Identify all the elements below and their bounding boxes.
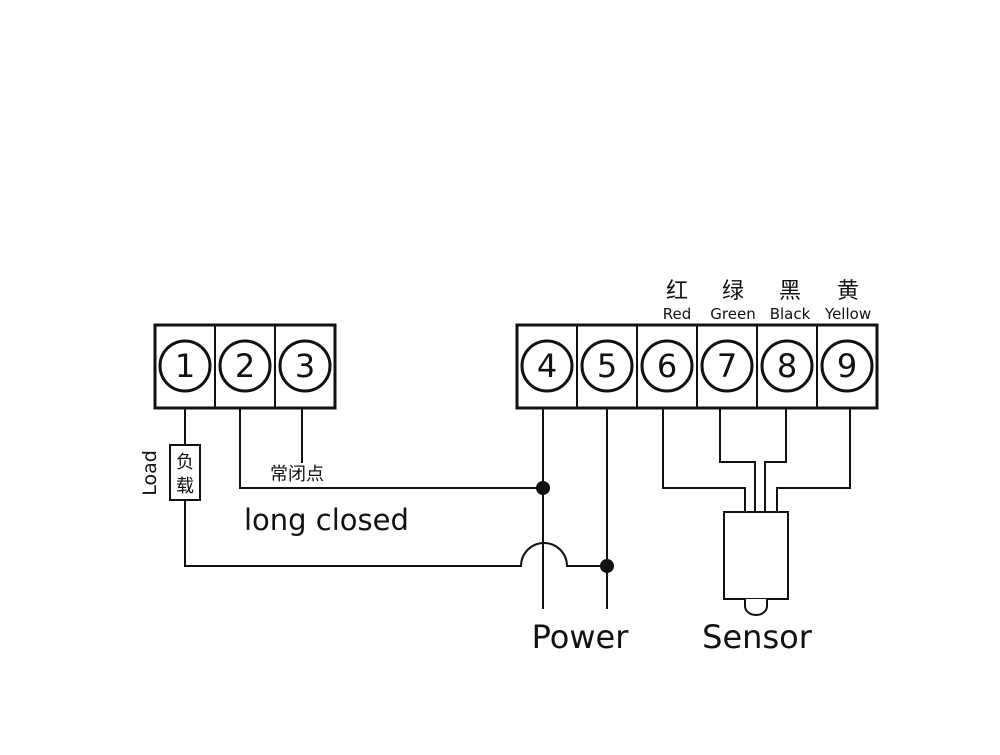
closed-contact-circuit: 常闭点 long closed: [239, 407, 544, 537]
terminal-number: 6: [657, 347, 677, 385]
contact-wire: [239, 407, 544, 489]
wire-color-en-yellow: Yellow: [824, 305, 871, 323]
terminal-circle: [520, 339, 574, 393]
wire-color-labels: 红 Red 绿 Green 黑 Black 黄 Yellow: [663, 279, 871, 323]
terminal-number: 2: [235, 347, 255, 385]
terminal-number: 3: [295, 347, 315, 385]
wire-color-en-green: Green: [710, 305, 755, 323]
terminal-circle: [820, 339, 874, 393]
sensor-tip: [744, 599, 768, 616]
wire-color-en-black: Black: [770, 305, 811, 323]
wire-color-cn-red: 红: [666, 279, 688, 304]
terminal-circle: [158, 339, 212, 393]
terminal-circle: [580, 339, 634, 393]
terminal-9: 9: [820, 339, 874, 393]
junction-dot: [600, 559, 614, 573]
contact-en-label: long closed: [244, 503, 409, 537]
load-label: Load: [139, 450, 161, 496]
terminal-circle: [700, 339, 754, 393]
sensor-wire-yellow: [776, 407, 851, 513]
terminal-circle: [218, 339, 272, 393]
wire-color-cn-green: 绿: [722, 279, 744, 304]
terminal-number: 8: [777, 347, 797, 385]
terminal-7: 7: [700, 339, 754, 393]
terminal-number: 7: [717, 347, 737, 385]
terminal-1: 1: [158, 339, 212, 393]
wire-color-cn-yellow: 黄: [837, 279, 859, 304]
terminal-6: 6: [640, 339, 694, 393]
sensor-label: Sensor: [702, 618, 813, 656]
terminal-circle: [278, 339, 332, 393]
sensor-wire-green: [719, 407, 756, 513]
terminal-3: 3: [278, 339, 332, 393]
terminal-circle: [640, 339, 694, 393]
terminal-number: 5: [597, 347, 617, 385]
contact-cn-label: 常闭点: [270, 464, 324, 485]
wire-color-cn-black: 黑: [779, 279, 801, 304]
terminal-circle: [760, 339, 814, 393]
terminal-number: 4: [537, 347, 557, 385]
sensor-wire-black: [764, 407, 787, 513]
terminal-4: 4: [520, 339, 574, 393]
sensor-circuit: Sensor: [662, 407, 851, 656]
left-terminal-block: 1 2 3: [153, 323, 337, 410]
terminal-5: 5: [580, 339, 634, 393]
load-cn-top: 负: [176, 452, 194, 473]
load-circuit: 负 载 Load: [139, 407, 608, 568]
terminal-number: 1: [175, 347, 195, 385]
load-return-wire: [184, 499, 522, 567]
terminal-8: 8: [760, 339, 814, 393]
terminal-2: 2: [218, 339, 272, 393]
load-box: [169, 444, 201, 501]
sensor-body: [723, 511, 789, 600]
terminal-number: 9: [837, 347, 857, 385]
load-cn-bottom: 载: [176, 476, 194, 497]
right-terminal-block: 4 5 6 7 8 9: [515, 323, 879, 410]
power-circuit: Power: [532, 407, 630, 656]
wire-color-en-red: Red: [663, 305, 692, 323]
junction-dot: [536, 481, 550, 495]
sensor-wire-red: [662, 407, 746, 513]
power-label: Power: [532, 618, 630, 656]
